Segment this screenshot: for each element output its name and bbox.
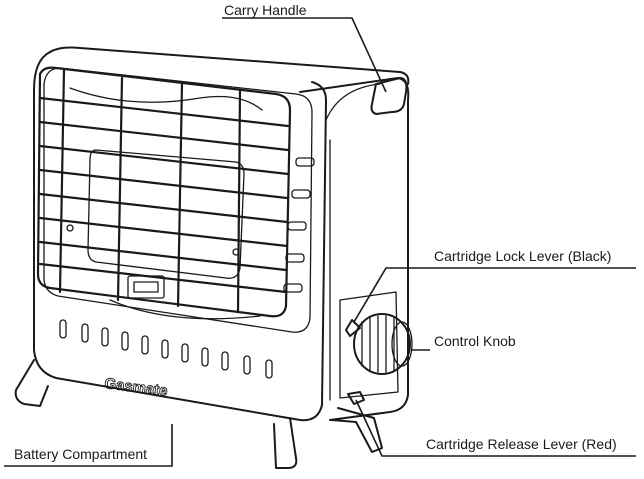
igniter-window [127, 275, 165, 299]
front-left-foot [14, 359, 49, 407]
battery-compartment-label: Battery Compartment [14, 446, 148, 462]
front-right-foot [273, 417, 298, 469]
cartridge-lock-lever-label: Cartridge Lock Lever (Black) [434, 248, 612, 264]
leader-carry-handle [222, 17, 387, 93]
cartridge-release-lever-label: Cartridge Release Lever (Red) [426, 436, 617, 452]
heater-front-housing [33, 51, 327, 422]
cartridge-lock-lever-shape [345, 319, 361, 337]
heater-top-edge [49, 46, 410, 85]
leader-cartridge-release-lever [355, 399, 636, 457]
carry-handle-shape [370, 77, 408, 115]
rear-foot [331, 407, 383, 453]
leader-battery-compartment [4, 424, 173, 467]
leader-cartridge-lock-lever [353, 267, 636, 323]
control-knob-label: Control Knob [434, 333, 516, 349]
cartridge-compartment [339, 291, 399, 399]
cartridge-release-lever-shape [347, 391, 365, 405]
wire-grill [36, 66, 292, 320]
heater-side-panel [299, 77, 410, 421]
control-knob-shape [353, 313, 413, 375]
front-vent-slots [59, 319, 273, 379]
brand-logo: Gasmate [104, 375, 169, 400]
heater-front-bezel [43, 67, 313, 333]
carry-handle-label: Carry Handle [224, 2, 307, 18]
